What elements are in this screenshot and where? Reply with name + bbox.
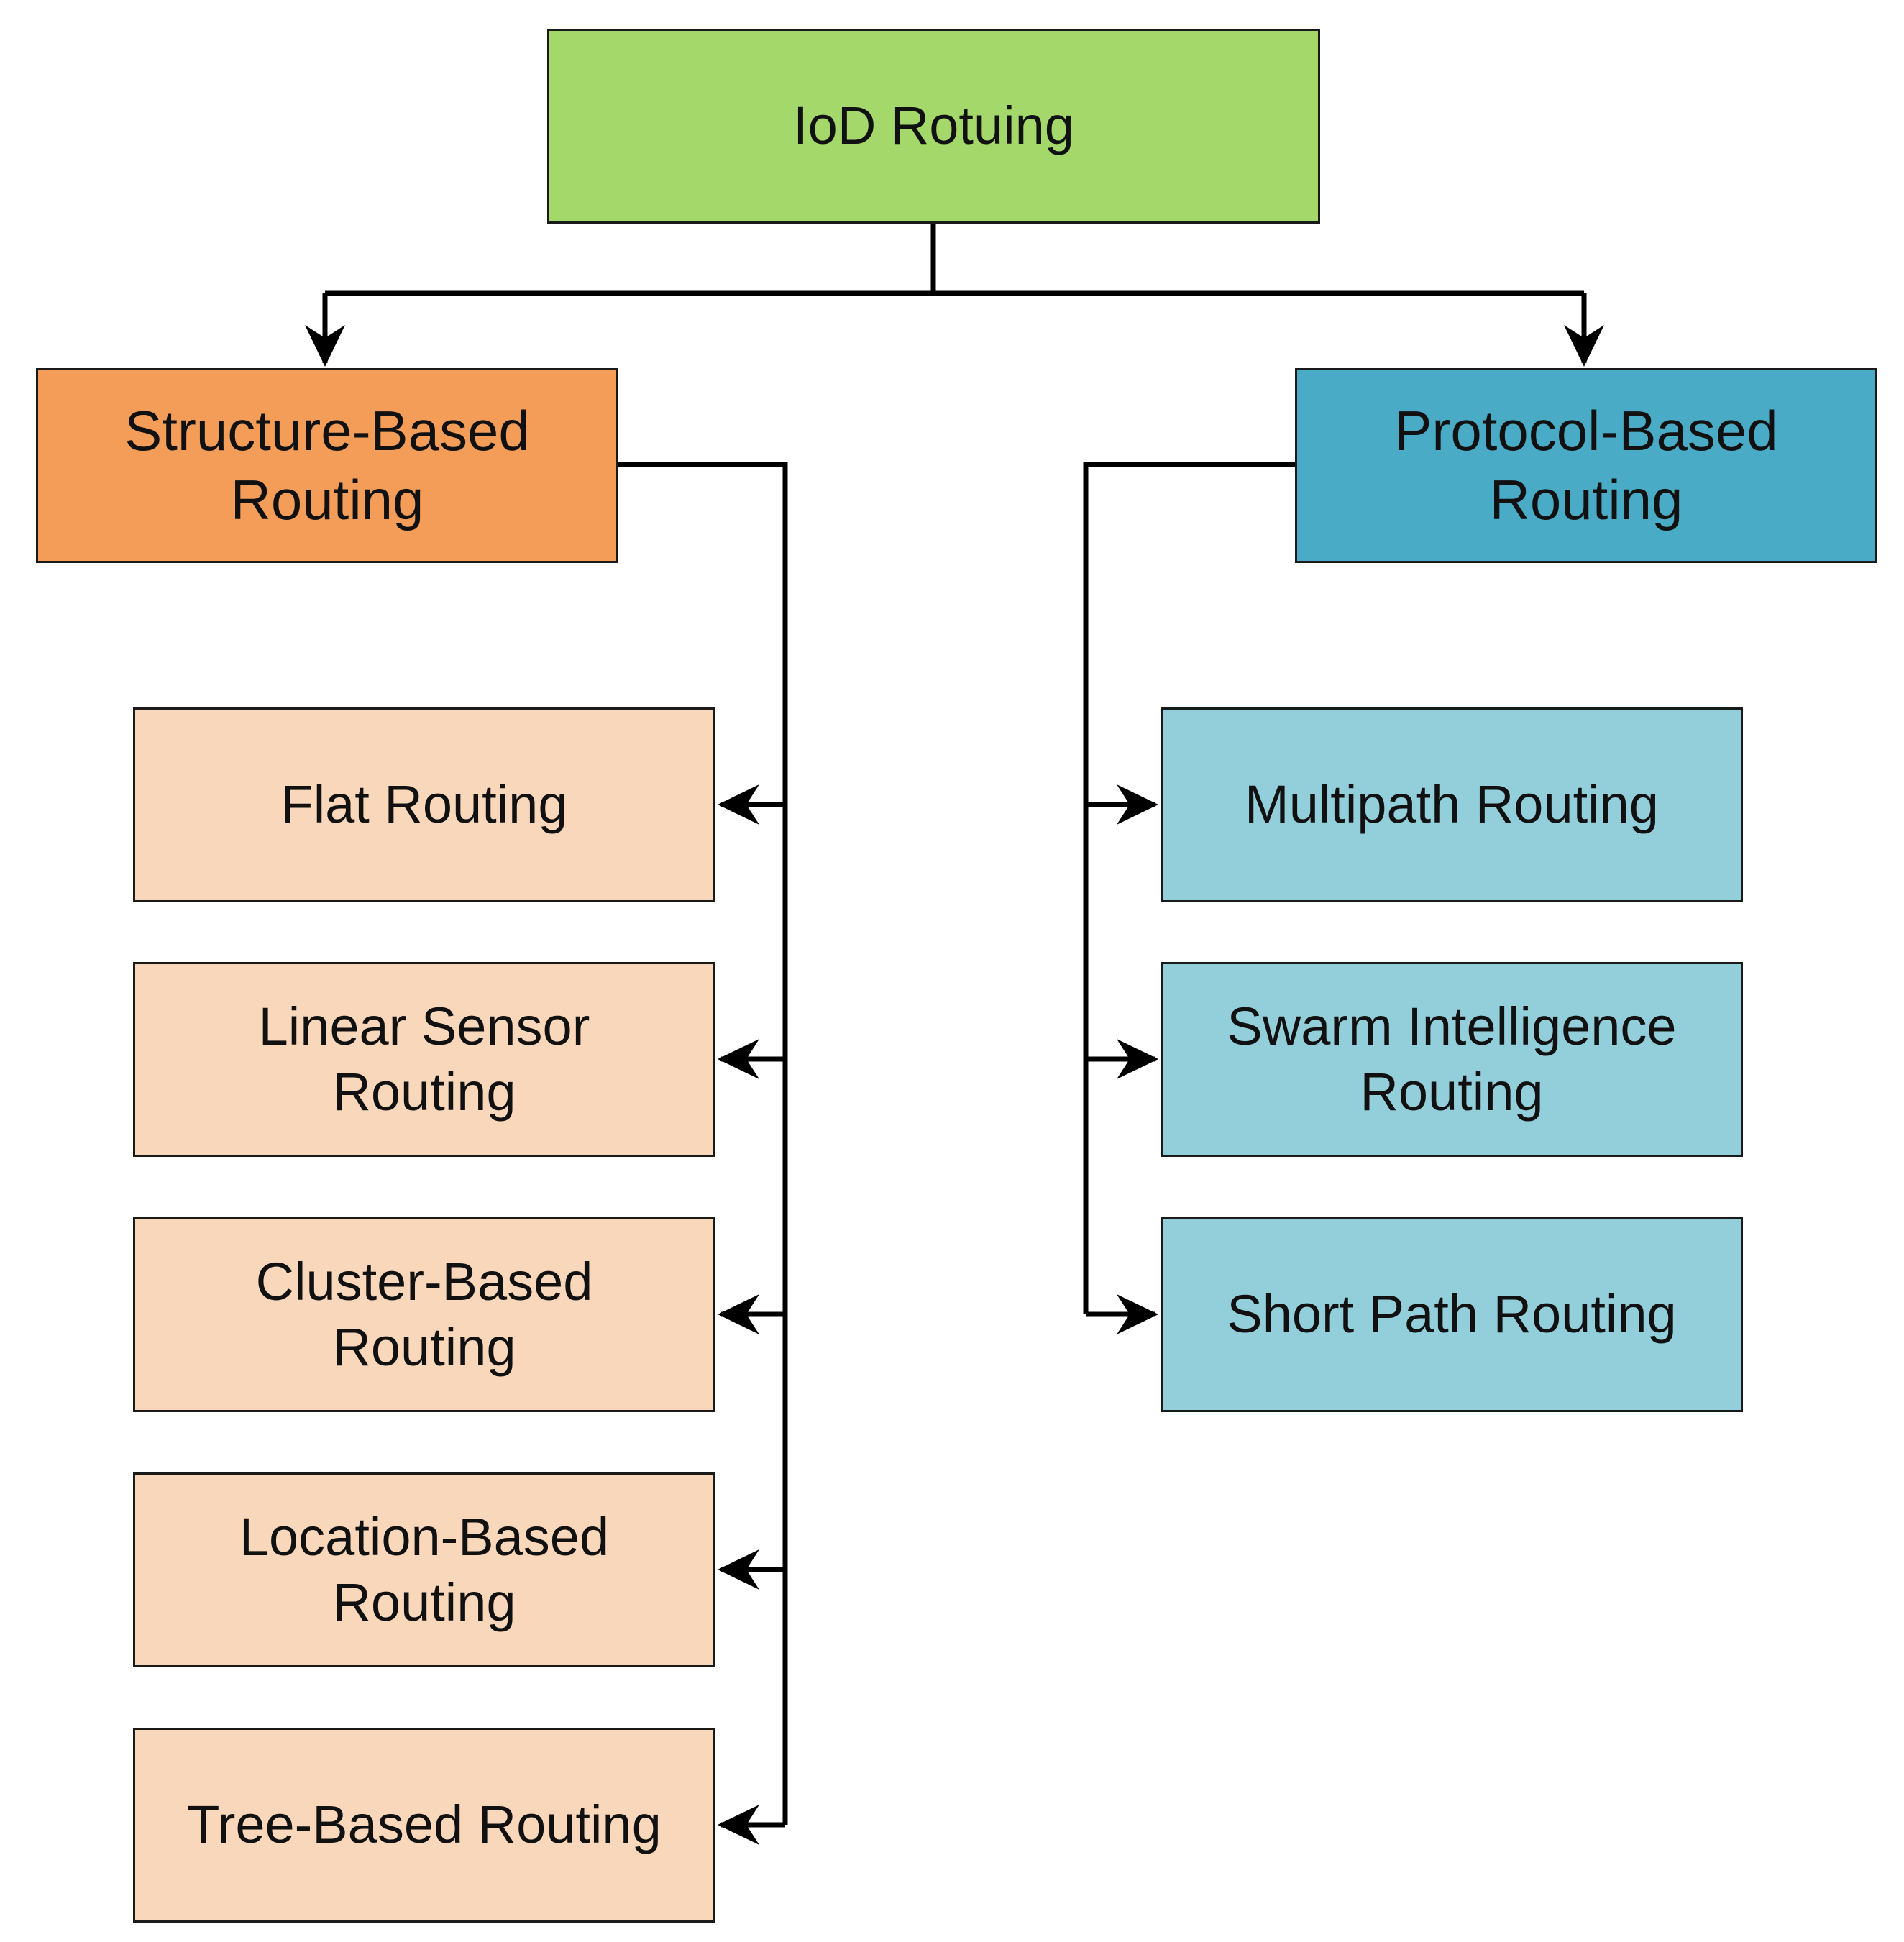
root-label: IoD Rotuing — [793, 96, 1074, 156]
arrow-to-linear-sensor-routing — [718, 1039, 759, 1079]
structure-based-label: Structure-Based Routing — [124, 399, 530, 531]
short-path-routing-label: Short Path Routing — [1227, 1284, 1677, 1345]
arrow-to-protocol-based — [1564, 325, 1604, 367]
multipath-routing-node: Multipath Routing — [1161, 707, 1743, 902]
arrow-to-structure-based — [305, 325, 345, 367]
arrow-to-short-path-routing — [1117, 1294, 1158, 1334]
multipath-routing-label: Multipath Routing — [1245, 774, 1659, 835]
linear-sensor-routing-node: Linear Sensor Routing — [133, 962, 715, 1157]
arrow-to-tree-based-routing — [718, 1805, 759, 1845]
tree-based-routing-label: Tree-Based Routing — [187, 1795, 662, 1855]
swarm-intelligence-routing-node: Swarm Intelligence Routing — [1161, 962, 1743, 1157]
cluster-based-routing-label: Cluster-Based Routing — [255, 1252, 593, 1377]
tree-based-routing-node: Tree-Based Routing — [133, 1728, 715, 1923]
structure-based-node: Structure-Based Routing — [36, 368, 618, 563]
arrow-to-location-based-routing — [718, 1549, 759, 1590]
short-path-routing-node: Short Path Routing — [1161, 1217, 1743, 1412]
protocol-branch-line — [1083, 462, 1295, 1314]
root-node: IoD Rotuing — [547, 29, 1320, 224]
protocol-based-node: Protocol-Based Routing — [1295, 368, 1877, 563]
location-based-routing-node: Location-Based Routing — [133, 1472, 715, 1667]
linear-sensor-routing-label: Linear Sensor Routing — [258, 997, 590, 1122]
flat-routing-node: Flat Routing — [133, 707, 715, 902]
swarm-intelligence-routing-label: Swarm Intelligence Routing — [1227, 997, 1677, 1122]
arrow-to-swarm-intelligence-routing — [1117, 1039, 1158, 1079]
protocol-based-label: Protocol-Based Routing — [1394, 399, 1778, 531]
arrow-to-cluster-based-routing — [718, 1294, 759, 1334]
arrow-to-multipath-routing — [1117, 784, 1158, 825]
cluster-based-routing-node: Cluster-Based Routing — [133, 1217, 715, 1412]
location-based-routing-label: Location-Based Routing — [239, 1507, 610, 1632]
flat-routing-label: Flat Routing — [280, 774, 568, 835]
structure-branch-line — [618, 462, 788, 1825]
arrow-to-flat-routing — [718, 784, 759, 825]
